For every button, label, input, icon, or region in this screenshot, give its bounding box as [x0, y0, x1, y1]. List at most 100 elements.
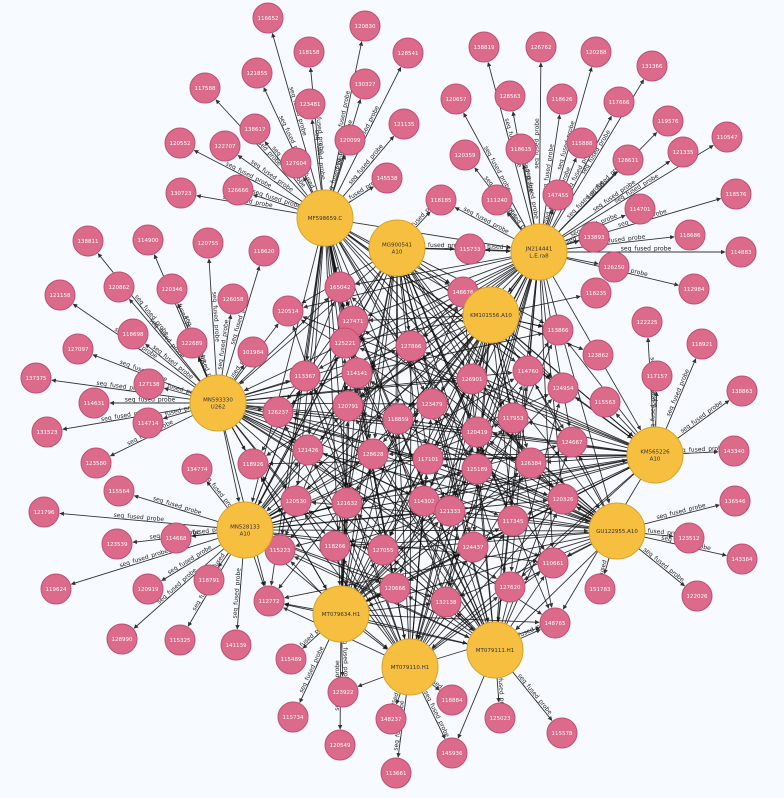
leaf-node[interactable]: 143340 — [718, 435, 750, 467]
leaf-node[interactable]: 126762 — [525, 31, 557, 63]
leaf-node[interactable]: 120919 — [132, 573, 164, 605]
leaf-node-circle[interactable] — [40, 573, 72, 605]
leaf-node-circle[interactable] — [525, 31, 557, 63]
leaf-node-circle[interactable] — [456, 363, 488, 395]
leaf-node[interactable]: 110661 — [537, 547, 569, 579]
leaf-node-circle[interactable] — [28, 496, 60, 528]
leaf-node-circle[interactable] — [457, 531, 489, 563]
leaf-node-circle[interactable] — [711, 121, 743, 153]
leaf-node[interactable]: 120666 — [379, 572, 411, 604]
hub-node[interactable]: GU122955.A10 — [588, 502, 646, 560]
leaf-node-circle[interactable] — [580, 277, 612, 309]
leaf-node[interactable]: 122707 — [209, 130, 241, 162]
leaf-node[interactable]: 121632 — [331, 487, 363, 519]
leaf-node-circle[interactable] — [580, 36, 612, 68]
leaf-node[interactable]: 115733 — [454, 233, 486, 265]
leaf-node-circle[interactable] — [209, 130, 241, 162]
leaf-node-circle[interactable] — [72, 225, 104, 257]
leaf-node-circle[interactable] — [253, 585, 285, 617]
leaf-node[interactable]: 120359 — [449, 139, 481, 171]
leaf-node-circle[interactable] — [392, 37, 424, 69]
leaf-node-circle[interactable] — [454, 233, 486, 265]
leaf-node-circle[interactable] — [546, 717, 578, 749]
leaf-node[interactable]: 114631 — [78, 387, 110, 419]
leaf-node-circle[interactable] — [101, 528, 133, 560]
leaf-node-circle[interactable] — [181, 453, 213, 485]
leaf-node-circle[interactable] — [324, 271, 356, 303]
leaf-node-circle[interactable] — [272, 295, 304, 327]
hub-node-circle[interactable] — [368, 219, 426, 277]
leaf-node-circle[interactable] — [117, 318, 149, 350]
leaf-node[interactable]: 101984 — [237, 336, 269, 368]
leaf-node[interactable]: 118926 — [237, 448, 269, 480]
leaf-node[interactable]: 128628 — [357, 438, 389, 470]
leaf-node-circle[interactable] — [603, 86, 635, 118]
leaf-node[interactable]: 145936 — [436, 737, 468, 769]
leaf-node-circle[interactable] — [461, 416, 493, 448]
leaf-node[interactable]: 120288 — [580, 36, 612, 68]
leaf-node[interactable]: 114883 — [725, 236, 757, 268]
leaf-node[interactable]: 112984 — [678, 273, 710, 305]
leaf-node-circle[interactable] — [584, 573, 616, 605]
leaf-node[interactable]: 122225 — [631, 306, 663, 338]
leaf-node[interactable]: 114760 — [512, 355, 544, 387]
leaf-node-circle[interactable] — [461, 453, 493, 485]
leaf-node-circle[interactable] — [566, 127, 598, 159]
leaf-node-circle[interactable] — [156, 273, 188, 305]
leaf-node[interactable]: 128541 — [392, 37, 424, 69]
leaf-node[interactable]: 118686 — [674, 219, 706, 251]
leaf-node-circle[interactable] — [537, 547, 569, 579]
leaf-node-circle[interactable] — [222, 174, 254, 206]
leaf-node-circle[interactable] — [641, 360, 673, 392]
leaf-node-circle[interactable] — [280, 485, 312, 517]
leaf-node[interactable]: 118791 — [193, 564, 225, 596]
hub-node-circle[interactable] — [381, 638, 439, 696]
leaf-node[interactable]: 118620 — [248, 235, 280, 267]
leaf-node[interactable]: 147455 — [542, 179, 574, 211]
leaf-node-circle[interactable] — [542, 179, 574, 211]
leaf-node-circle[interactable] — [324, 729, 356, 761]
leaf-node-circle[interactable] — [327, 676, 359, 708]
leaf-node[interactable]: 121135 — [388, 108, 420, 140]
leaf-node[interactable]: 120326 — [547, 483, 579, 515]
leaf-node[interactable]: 137375 — [20, 362, 52, 394]
leaf-node-circle[interactable] — [133, 368, 165, 400]
leaf-node-circle[interactable] — [160, 522, 192, 554]
leaf-node[interactable]: 115563 — [589, 386, 621, 418]
leaf-node[interactable]: 124954 — [547, 372, 579, 404]
leaf-node[interactable]: 131366 — [636, 50, 668, 82]
hub-node-circle[interactable] — [462, 286, 520, 344]
hub-node-circle[interactable] — [312, 585, 370, 643]
leaf-node[interactable]: 114701 — [624, 193, 656, 225]
leaf-node[interactable]: 118158 — [293, 36, 325, 68]
leaf-node-circle[interactable] — [612, 144, 644, 176]
leaf-node-circle[interactable] — [289, 360, 321, 392]
leaf-node[interactable]: 127138 — [133, 368, 165, 400]
leaf-node[interactable]: 113866 — [542, 314, 574, 346]
leaf-node[interactable]: 118859 — [382, 403, 414, 435]
leaf-node-circle[interactable] — [556, 426, 588, 458]
leaf-node[interactable]: 143384 — [726, 543, 758, 575]
leaf-node[interactable]: 121796 — [28, 496, 60, 528]
leaf-node[interactable]: 138617 — [239, 113, 271, 145]
leaf-node-circle[interactable] — [515, 447, 547, 479]
leaf-node[interactable]: 125189 — [461, 453, 493, 485]
leaf-node-circle[interactable] — [494, 571, 526, 603]
leaf-node-circle[interactable] — [275, 643, 307, 675]
leaf-node-circle[interactable] — [547, 483, 579, 515]
leaf-node[interactable]: 121335 — [667, 136, 699, 168]
leaf-node[interactable]: 121855 — [241, 57, 273, 89]
leaf-node[interactable]: 165042 — [324, 271, 356, 303]
leaf-node[interactable]: 118698 — [117, 318, 149, 350]
leaf-node-circle[interactable] — [582, 339, 614, 371]
leaf-node[interactable]: 110547 — [711, 121, 743, 153]
leaf-node[interactable]: 127097 — [62, 333, 94, 365]
leaf-node[interactable]: 125023 — [484, 702, 516, 734]
hub-node-circle[interactable] — [626, 426, 684, 484]
leaf-node[interactable]: 115564 — [103, 475, 135, 507]
leaf-node-circle[interactable] — [241, 57, 273, 89]
leaf-node[interactable]: 111240 — [481, 184, 513, 216]
leaf-node-circle[interactable] — [106, 623, 138, 655]
leaf-node[interactable]: 132138 — [430, 586, 462, 618]
